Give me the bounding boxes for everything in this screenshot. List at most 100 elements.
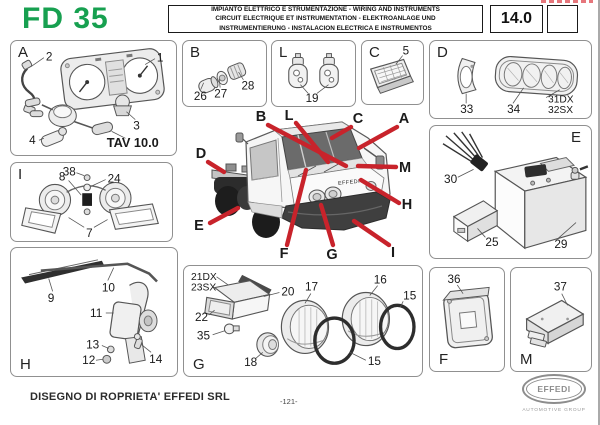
- copyright-text: DISEGNO DI ROPRIETA' EFFEDI SRL: [30, 391, 230, 403]
- panel-f-ecu: F 36: [429, 267, 505, 372]
- horns-drawing: 38 24 8 7: [21, 166, 159, 240]
- rim-ring-drawing: [313, 316, 356, 365]
- horn-right: [99, 181, 159, 230]
- truck-brand-text: EFFEDI: [338, 179, 361, 187]
- callout-label: 19: [306, 92, 319, 105]
- title-line-3: INSTRUMENTIERUNG - INSTALACION ELECTRICA…: [219, 24, 432, 32]
- battery-drawing: 30 25 29: [442, 131, 589, 251]
- truck-label-d: D: [196, 146, 206, 162]
- scan-artifact: [541, 0, 593, 3]
- panel-m-module: M 37: [510, 267, 592, 372]
- callout-label: 21DX: [191, 272, 217, 283]
- harness-drawing: [442, 131, 484, 165]
- rim-ring-drawing: [378, 303, 416, 351]
- callout-label: 29: [554, 237, 568, 251]
- front-lamps-drawing: 21DX 23SX 20 22 35 18: [191, 272, 417, 369]
- panel-d-letter: D: [437, 44, 448, 61]
- panel-b-socket: B 26 27 28: [182, 40, 267, 107]
- panel-b-letter: B: [190, 44, 201, 61]
- callout-label: 35: [197, 330, 211, 343]
- callout-label: 11: [90, 306, 102, 320]
- panel-h-letter: H: [20, 356, 31, 373]
- callout-label: 24: [108, 173, 122, 186]
- callout-label: 27: [214, 87, 227, 100]
- truck-label-b: B: [256, 109, 266, 125]
- truck-label-l: L: [285, 108, 294, 124]
- truck-label-g: G: [326, 247, 337, 263]
- callout-label: 14: [149, 352, 163, 366]
- callout-label: 7: [86, 227, 93, 240]
- callout-label: 10: [102, 280, 116, 294]
- panel-a-instruments: A 2 1 3: [10, 40, 177, 156]
- panel-f-letter: F: [439, 351, 449, 368]
- callout-label: 8: [59, 171, 66, 184]
- effedi-logo: EFFEDI AUTOMOTIVE GROUP: [518, 374, 590, 420]
- truck-label-e: E: [194, 218, 204, 234]
- lamp-bracket-drawing: [457, 57, 477, 95]
- callout-label: 25: [485, 235, 499, 249]
- panel-h-wiper: H 9 10 11 13 12 14: [10, 247, 178, 377]
- callout-label: 38: [63, 166, 76, 179]
- effedi-logo-oval: EFFEDI: [522, 374, 586, 404]
- lampholder-drawing: 19: [288, 53, 339, 105]
- revision-box-empty: [547, 5, 578, 33]
- side-lamp-drawing: [204, 274, 272, 320]
- column-switch-drawing: [24, 97, 113, 136]
- lampholder-right: [319, 53, 339, 89]
- header-title-box: IMPIANTO ELETTRICO E STRUMENTAZIONE - WI…: [168, 5, 483, 33]
- callout-label: 2: [46, 51, 53, 64]
- relay-box-drawing: [452, 200, 499, 243]
- truck-label-f: F: [280, 246, 289, 262]
- bulb-part-drawing: [40, 126, 67, 147]
- panel-i-horns: I 38 24 8 7: [10, 162, 173, 242]
- callout-label: 3: [133, 119, 140, 132]
- callout-label: 26: [194, 90, 207, 103]
- callout-letters: B L C A D M H E F G I: [194, 108, 412, 263]
- callout-label: 17: [305, 281, 318, 294]
- callout-label: 20: [281, 285, 295, 298]
- callout-label: 13: [86, 337, 100, 351]
- title-line-2: CIRCUIT ELECTRIQUE ET INSTRUMENTATION - …: [215, 15, 436, 23]
- truck-label-c: C: [353, 111, 364, 127]
- panel-a-letter: A: [18, 44, 29, 61]
- tav-reference: TAV 10.0: [107, 135, 159, 150]
- callout-label: 23SX: [191, 283, 216, 294]
- panel-e-letter: E: [570, 129, 581, 146]
- lamp-cluster-drawing: [494, 55, 579, 96]
- panel-e-battery: E 30 25 29: [429, 125, 592, 259]
- callout-label: 36: [448, 273, 461, 286]
- page-title: FD 35: [22, 2, 109, 35]
- panel-i-letter: I: [18, 166, 23, 183]
- callout-label: 30: [444, 172, 458, 186]
- truck-label-a: A: [399, 111, 410, 127]
- wiper-blade-drawing: [21, 260, 104, 284]
- panel-m-letter: M: [520, 351, 533, 368]
- page-edge-shadow: [598, 0, 600, 425]
- truck-label-i: I: [391, 245, 395, 261]
- wiper-arm-drawing: [40, 262, 158, 283]
- sensor-drawing: [112, 94, 132, 117]
- callout-label: 15: [403, 289, 417, 302]
- ecu-drawing: 36: [442, 273, 493, 349]
- callout-label: 22: [195, 311, 208, 324]
- callout-label: 18: [244, 356, 258, 369]
- callout-label: 28: [241, 80, 254, 93]
- callout-label: 16: [374, 274, 388, 287]
- callout-label: 31DX: [548, 94, 574, 105]
- panel-g-letter: G: [193, 356, 205, 373]
- section-number-box: 14.0: [490, 5, 543, 33]
- callout-label: 1: [157, 52, 164, 65]
- lens-drawing: 5: [369, 45, 414, 94]
- callout-lines: [205, 120, 402, 248]
- panel-c-letter: C: [369, 44, 380, 61]
- fog-lamp-drawing: [280, 299, 330, 354]
- small-lamp-drawing: [256, 332, 279, 357]
- callout-label: 5: [403, 45, 409, 58]
- horn-left: [21, 183, 72, 234]
- callout-label: 33: [460, 103, 473, 116]
- title-line-1: IMPIANTO ELETTRICO E STRUMENTAZIONE - WI…: [211, 5, 440, 13]
- rear-lamp-drawing: 33 34 31DX 32SX: [457, 55, 579, 116]
- panel-l-lampholders: L 19: [271, 40, 356, 107]
- socket-parts-drawing: 26 27 28: [194, 62, 254, 103]
- wiper-drawing: 9 10 11 13 12 14: [21, 259, 163, 367]
